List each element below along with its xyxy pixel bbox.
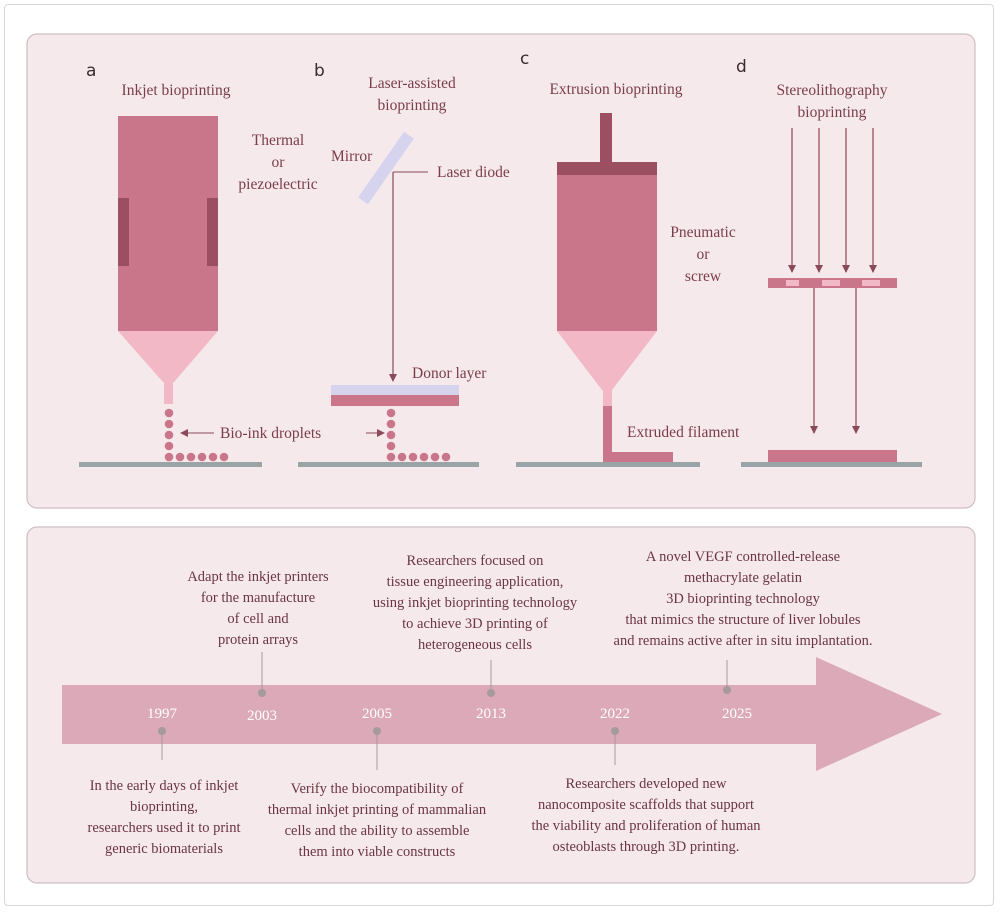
filament-horizontal [603,452,673,462]
svg-text:protein arrays: protein arrays [218,632,298,648]
laser-diode-label: Laser diode [437,164,510,181]
extrusion-substrate [516,462,700,467]
event-2025: A novel VEGF controlled-release methacry… [614,549,873,649]
svg-text:generic biomaterials: generic biomaterials [105,841,223,857]
dot-1997 [158,727,166,735]
laser-panel: b Laser-assisted bioprinting Mirror Lase… [298,61,510,467]
dot-2022 [611,727,619,735]
inkjet-actuator-label-3: piezoelectric [238,176,317,193]
mirror-label: Mirror [331,148,373,165]
sla-title-1: Stereolithography [776,82,887,99]
plunger-rod [600,113,612,163]
inkjet-droplets [164,408,229,462]
stereolithography-panel: d Stereolithography bioprinting [736,57,922,467]
dot-2025 [723,686,731,694]
svg-text:them into viable constructs: them into viable constructs [299,844,456,860]
svg-text:3D bioprinting technology: 3D bioprinting technology [666,591,821,607]
svg-text:osteoblasts through 3D printin: osteoblasts through 3D printing. [553,839,740,855]
printing-methods-panel [26,33,976,509]
svg-text:for the manufacture: for the manufacture [201,590,315,606]
extrusion-panel: c Extrusion bioprinting Pneumatic or scr… [516,49,740,467]
figure-border [4,4,994,906]
donor-layer [331,395,459,406]
panel-letter-b: b [314,61,325,81]
syringe-barrel [557,175,657,331]
donor-layer-top [331,385,459,395]
droplets-label-a: Bio-ink droplets [220,425,321,442]
svg-text:cells and the ability to assem: cells and the ability to assemble [285,823,470,839]
inkjet-actuator-label-1: Thermal [252,132,305,149]
timeline-connectors [158,652,731,770]
inkjet-cartridge [118,116,218,331]
svg-text:A novel VEGF controlled-releas: A novel VEGF controlled-release [646,549,840,565]
svg-text:to achieve 3D printing of: to achieve 3D printing of [402,616,548,632]
year-2025: 2025 [722,706,752,722]
svg-text:Verify the biocompatibility of: Verify the biocompatibility of [291,781,464,797]
dot-2005 [373,727,381,735]
event-1997: In the early days of inkjet bioprinting,… [87,778,240,857]
event-2013: Researchers focused on tissue engineerin… [373,553,578,653]
panel-letter-a: a [86,61,96,81]
svg-text:Researchers focused on: Researchers focused on [407,553,545,569]
drive-label-2: or [697,246,711,263]
svg-text:thermal inkjet printing of mam: thermal inkjet printing of mammalian [268,802,487,818]
inkjet-substrate [79,462,262,467]
plunger-head [557,162,657,175]
laser-title-2: bioprinting [378,97,447,114]
dot-2003 [258,689,266,697]
inkjet-actuator-right [207,198,218,266]
svg-text:methacrylate gelatin: methacrylate gelatin [684,570,803,586]
mask-openings [786,280,880,286]
sla-substrate [741,462,922,467]
dot-2013 [487,689,495,697]
svg-text:Researchers developed new: Researchers developed new [565,776,727,792]
inkjet-title: Inkjet bioprinting [122,82,231,99]
syringe-nozzle [557,331,657,390]
svg-text:using inkjet bioprinting techn: using inkjet bioprinting technology [373,595,578,611]
event-2022: Researchers developed new nanocomposite … [531,776,761,855]
svg-text:the viability and proliferatio: the viability and proliferation of human [531,818,761,834]
year-2013: 2013 [476,706,506,722]
filament-vertical [603,406,612,462]
drive-label-1: Pneumatic [670,224,736,241]
year-2005: 2005 [362,706,392,722]
svg-text:of cell and: of cell and [227,611,289,627]
drive-label-3: screw [685,268,722,285]
svg-text:bioprinting,: bioprinting, [130,799,198,815]
panel-letter-c: c [520,49,529,69]
svg-text:nanocomposite scaffolds that s: nanocomposite scaffolds that support [538,797,754,813]
svg-text:researchers used it to print: researchers used it to print [87,820,240,836]
mirror [358,131,414,205]
inkjet-nozzle-tip [164,382,173,404]
cured-layer [768,450,897,462]
inkjet-actuator-left [118,198,129,266]
light-rays [788,128,877,273]
svg-text:heterogeneous cells: heterogeneous cells [418,637,532,653]
svg-text:that mimics the structure of l: that mimics the structure of liver lobul… [625,612,861,628]
svg-text:and remains active after in si: and remains active after in situ implant… [614,633,873,649]
event-2005: Verify the biocompatibility of thermal i… [268,781,487,860]
svg-text:tissue engineering application: tissue engineering application, [387,574,564,590]
donor-layer-label: Donor layer [412,365,487,382]
extrusion-title: Extrusion bioprinting [549,81,682,98]
inkjet-panel: a Inkjet bioprinting Thermal or piezoele… [79,61,321,467]
year-2003: 2003 [247,708,277,724]
year-1997: 1997 [147,706,178,722]
svg-text:In the early days of inkjet: In the early days of inkjet [90,778,239,794]
laser-title-1: Laser-assisted [368,75,456,92]
sla-title-2: bioprinting [798,104,867,121]
laser-droplets [386,408,451,462]
inkjet-nozzle [118,331,218,382]
laser-substrate [298,462,479,467]
timeline-arrow [62,657,942,771]
year-2022: 2022 [600,706,630,722]
event-2003: Adapt the inkjet printers for the manufa… [187,569,329,648]
filament-label: Extruded filament [627,424,740,441]
syringe-tip [603,390,612,406]
panel-letter-d: d [736,57,747,77]
svg-text:Adapt the inkjet printers: Adapt the inkjet printers [187,569,329,585]
inkjet-actuator-label-2: or [272,154,286,171]
